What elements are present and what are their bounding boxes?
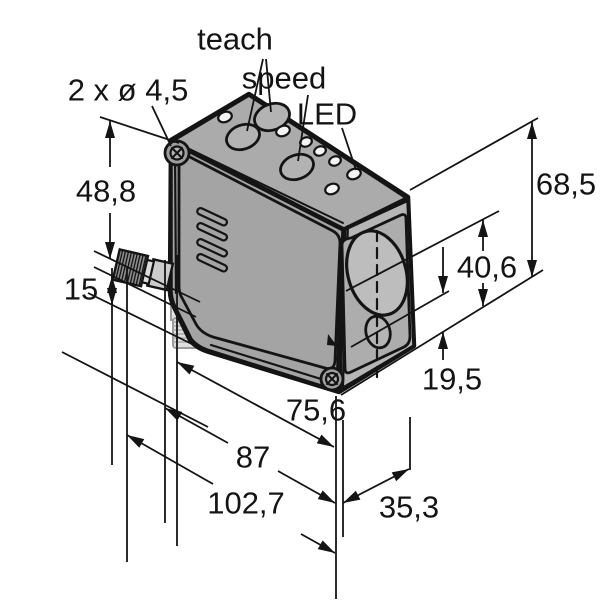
- speed-leader: [297, 94, 309, 162]
- teach-leader-2: [265, 58, 272, 113]
- dim-overall-depth: 102,7: [207, 485, 285, 521]
- lens-assembly: [340, 213, 412, 381]
- mounting-holes-label: 2 x ø 4,5: [67, 72, 189, 108]
- dim-lens-center-height: 40,6: [456, 249, 518, 285]
- mounting-screw-bottom: [319, 366, 345, 392]
- indicator-dots: [217, 110, 362, 196]
- dim-body-depth: 75,6: [285, 392, 347, 428]
- mounting-screw-top: [163, 139, 191, 167]
- dim-mid-depth: 87: [235, 439, 271, 475]
- vent-slots: [196, 207, 229, 273]
- teach-label: teach: [197, 21, 273, 57]
- dimension-lines: [105, 121, 537, 554]
- corner-pointer-mark: [327, 334, 337, 346]
- speed-label: speed: [241, 60, 327, 96]
- leader-lines: [151, 58, 357, 171]
- holes-leader: [151, 105, 172, 147]
- led-indicator: [346, 167, 362, 181]
- dim-width: 35,3: [378, 489, 440, 525]
- led-leader: [341, 127, 357, 171]
- teach-leader-1: [246, 58, 264, 132]
- dim-connector-length: 15: [63, 271, 99, 307]
- speed-button: [279, 152, 315, 182]
- dim-left-height: 48,8: [75, 173, 137, 209]
- front-sloped-face: [169, 140, 345, 393]
- dim-indicator-height: 19,5: [421, 361, 483, 397]
- led-label: LED: [296, 96, 358, 132]
- teach-button-1: [225, 122, 261, 152]
- dim-overall-height: 68,5: [535, 166, 597, 202]
- sensor-body: [163, 91, 417, 395]
